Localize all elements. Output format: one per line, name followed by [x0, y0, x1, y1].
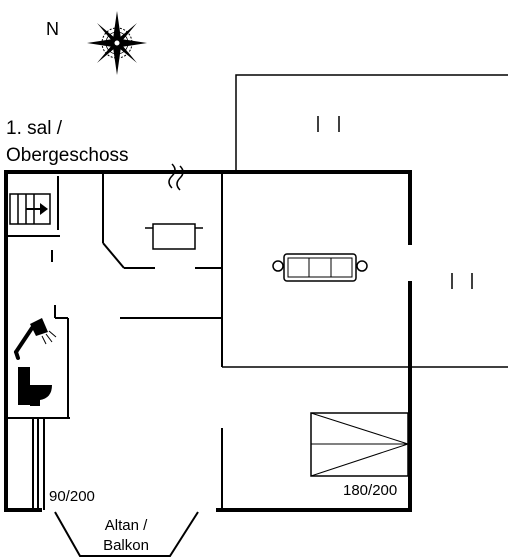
toilet-icon: [18, 367, 52, 406]
shower-icon: [14, 318, 57, 360]
floor-label-line2: Obergeschoss: [6, 145, 129, 166]
north-label: N: [46, 19, 59, 39]
window-mark-icon: [451, 273, 473, 289]
sofa-icon: [272, 253, 368, 282]
interior-partitions: [8, 174, 223, 510]
balcony-outline: [54, 511, 199, 557]
stairs-icon: [9, 193, 51, 225]
terrace-outline: [222, 74, 508, 368]
cooking-pot-icon: [145, 163, 203, 250]
window-mark-icon: [317, 116, 340, 132]
double-bed-icon: [310, 412, 409, 477]
outer-walls: [4, 170, 412, 512]
bed-left-label: 90/200: [49, 488, 95, 505]
floor-label-line1: 1. sal /: [6, 118, 63, 139]
bed-right-label: 180/200: [343, 482, 397, 499]
compass-rose-icon: [87, 11, 147, 75]
balcony-label-line1: Altan /: [105, 517, 148, 534]
balcony-label-line2: Balkon: [103, 537, 149, 554]
